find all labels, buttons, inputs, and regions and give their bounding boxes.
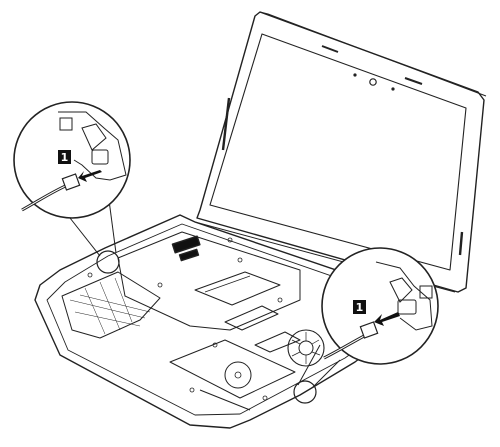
hdd-edge xyxy=(199,389,251,411)
callout-left-board-detail xyxy=(58,111,127,181)
lcd-bezel-inner xyxy=(209,33,467,271)
fan-outer xyxy=(287,329,325,367)
bezel-top-strip xyxy=(321,45,339,53)
hdd-spindle xyxy=(234,371,242,379)
callout-right: 1 xyxy=(297,247,439,389)
battery-pattern xyxy=(69,277,151,335)
callout-right-bubble xyxy=(321,247,439,365)
base-inner-rim xyxy=(46,223,419,416)
pull-arrow-left-icon xyxy=(78,170,102,182)
camera-led xyxy=(353,73,357,77)
memory-contacts xyxy=(204,275,251,293)
pull-arrow-right-icon xyxy=(374,312,400,326)
base-outline xyxy=(34,214,431,429)
step-number-right: 1 xyxy=(356,301,364,314)
chip-black-1 xyxy=(171,235,201,254)
bezel-top-strip-2 xyxy=(404,77,423,85)
callout-left-leader-1 xyxy=(69,217,101,257)
lid-side-strip-left xyxy=(221,97,231,151)
connector-target-left xyxy=(96,250,120,274)
lcd-lid xyxy=(196,11,487,293)
laptop-base xyxy=(34,214,456,429)
camera-lens xyxy=(369,78,377,86)
callout-right-leader-2 xyxy=(311,359,341,389)
system-board xyxy=(117,231,301,331)
hdd-platter xyxy=(224,361,252,389)
connector-plug-right xyxy=(359,321,379,339)
microphone xyxy=(391,87,395,91)
fan-inner xyxy=(298,340,314,356)
lid-outer-shell xyxy=(196,11,485,293)
connector-target-right xyxy=(293,380,317,404)
step-marker-right xyxy=(353,300,366,314)
lid-side-strip-right xyxy=(458,231,464,256)
callout-right-leader-1 xyxy=(297,344,321,386)
step-marker-left xyxy=(58,150,71,164)
lid-back-edge xyxy=(259,11,487,97)
chip-black-2 xyxy=(178,248,200,262)
connector-plug-left xyxy=(61,173,81,191)
step-number-left: 1 xyxy=(61,151,69,164)
wifi-card xyxy=(254,331,301,353)
hdd-bay xyxy=(169,339,296,399)
fan-blades xyxy=(291,332,321,364)
callout-right-board-detail xyxy=(375,261,433,331)
battery-bay xyxy=(61,271,161,339)
callout-left: 1 xyxy=(13,101,131,257)
m2-ssd-slot xyxy=(224,305,279,331)
memory-slot xyxy=(194,271,281,306)
